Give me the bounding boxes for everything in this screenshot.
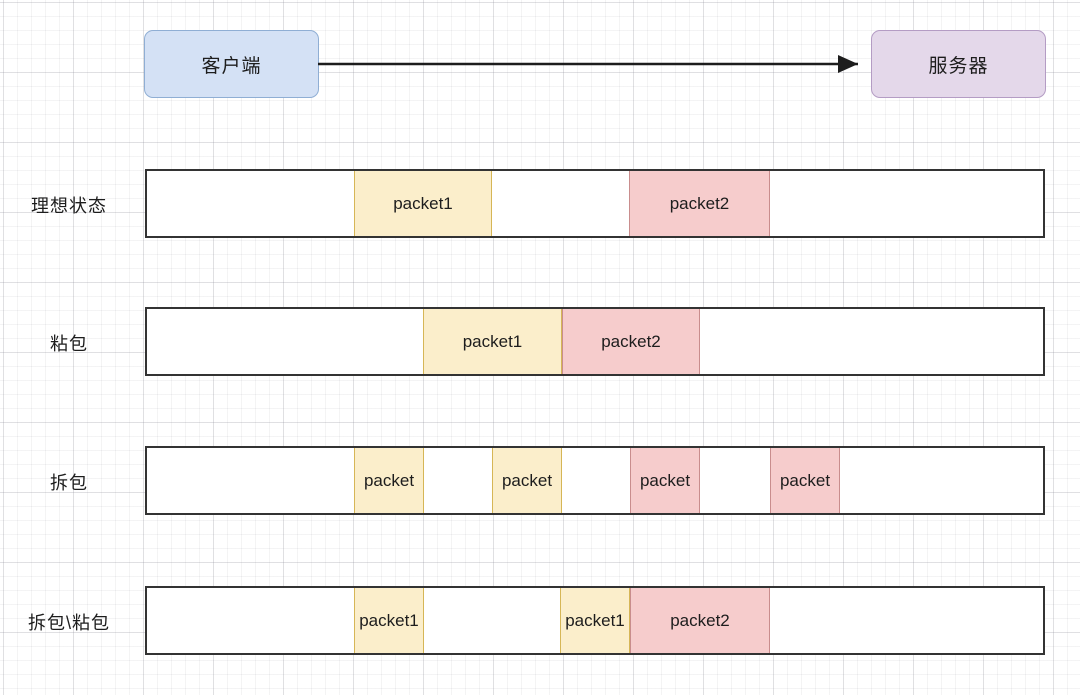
row-label-4: 拆包\粘包 xyxy=(27,612,110,633)
packet-segment-1-1[interactable]: packet1 xyxy=(354,171,492,236)
packet-segment-3-3[interactable]: packet xyxy=(630,448,700,513)
node-client[interactable]: 客户端 xyxy=(144,30,319,98)
packet-segment-2-2[interactable]: packet2 xyxy=(562,309,700,374)
packet-segment-4-1[interactable]: packet1 xyxy=(354,588,424,653)
packet-segment-3-1[interactable]: packet xyxy=(354,448,424,513)
arrow-client-to-server xyxy=(318,55,858,73)
packet-segment-2-1[interactable]: packet1 xyxy=(423,309,562,374)
packet-segment-3-2[interactable]: packet xyxy=(492,448,562,513)
packet-segment-1-2[interactable]: packet2 xyxy=(629,171,770,236)
row-label-1: 理想状态 xyxy=(31,195,107,216)
node-server-label: 服务器 xyxy=(928,55,989,77)
packet-segment-4-3[interactable]: packet2 xyxy=(630,588,770,653)
node-server[interactable]: 服务器 xyxy=(871,30,1046,98)
packet-segment-4-2[interactable]: packet1 xyxy=(560,588,630,653)
row-label-2: 粘包 xyxy=(50,333,88,354)
buffer-strip-3: packet packet packet packet xyxy=(145,446,1045,515)
node-client-label: 客户端 xyxy=(201,55,262,77)
buffer-strip-1: packet1 packet2 xyxy=(145,169,1045,238)
packet-segment-3-4[interactable]: packet xyxy=(770,448,840,513)
row-label-3: 拆包 xyxy=(50,472,88,493)
